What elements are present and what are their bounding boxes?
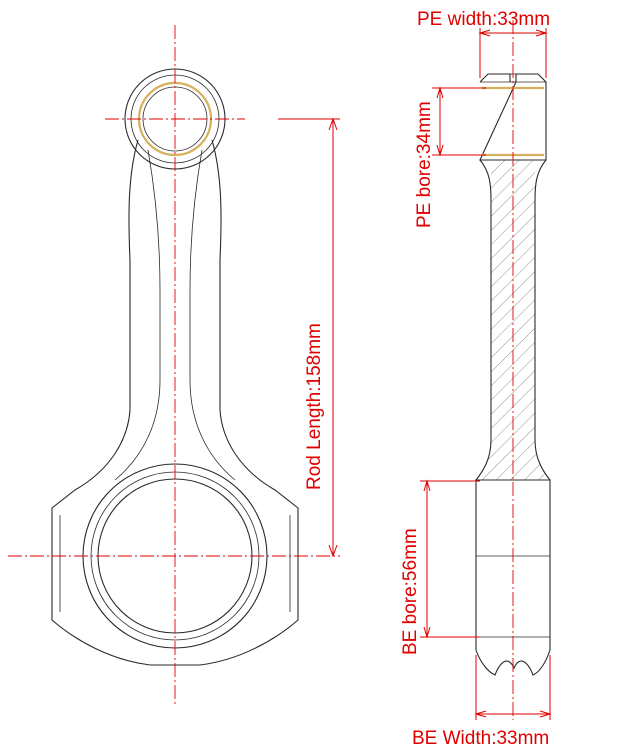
be-width-dimension <box>474 655 552 720</box>
rod-length-dimension <box>278 117 340 558</box>
be-width-label: BE Width:33mm <box>412 728 549 749</box>
side-view: PE width:33mm PE bore:34mm BE bore:56mm <box>400 9 552 749</box>
pe-bore-dimension <box>432 86 486 157</box>
pe-width-label: PE width:33mm <box>417 9 550 30</box>
be-bore-label: BE bore:56mm <box>400 528 421 655</box>
pe-width-dimension <box>478 28 548 78</box>
front-view: Rod Length:158mm <box>8 25 340 705</box>
side-beam <box>475 159 492 481</box>
be-bore-dimension <box>420 479 480 639</box>
pe-bore-label: PE bore:34mm <box>414 101 435 228</box>
rod-length-label: Rod Length:158mm <box>304 323 325 490</box>
side-big-end <box>475 479 551 676</box>
shank-outline <box>128 139 139 410</box>
